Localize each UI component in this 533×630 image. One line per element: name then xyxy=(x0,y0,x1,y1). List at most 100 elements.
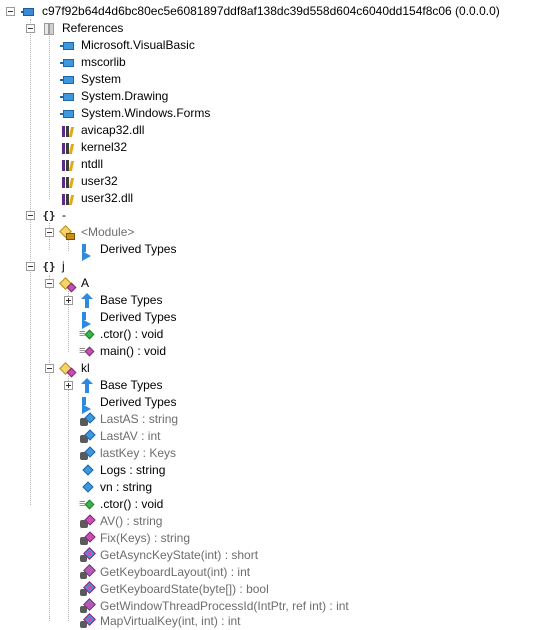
reference-label: avicap32.dll xyxy=(81,123,145,137)
tree-node-reference[interactable]: user32 xyxy=(60,173,118,190)
native-library-icon xyxy=(60,140,76,156)
collapse-toggle[interactable] xyxy=(45,279,54,288)
extern-method-icon xyxy=(79,582,95,598)
references-label: References xyxy=(62,21,124,35)
member-label: GetKeyboardState(byte[]) : bool xyxy=(100,582,269,596)
tree-node-member[interactable]: Fix(Keys) : string xyxy=(79,530,190,547)
reference-label: user32.dll xyxy=(81,191,134,205)
tree-node-member[interactable]: LastAV : int xyxy=(79,428,160,445)
derived-types-icon xyxy=(79,242,95,261)
member-label: vn : string xyxy=(100,480,153,494)
tree-node-derived-types[interactable]: Derived Types xyxy=(79,394,176,414)
tree-node-class-a[interactable]: A xyxy=(45,275,89,292)
extern-method-icon xyxy=(79,614,95,630)
constructor-icon xyxy=(79,496,95,513)
base-types-icon xyxy=(79,377,95,394)
tree-node-member[interactable]: vn : string xyxy=(79,479,152,496)
private-method-icon xyxy=(79,531,95,547)
tree-node-member[interactable]: GetKeyboardLayout(int) : int xyxy=(79,564,250,581)
reference-assembly-icon xyxy=(60,106,76,122)
tree-node-reference[interactable]: System.Drawing xyxy=(60,88,168,105)
tree-node-base-types[interactable]: Base Types xyxy=(64,377,162,394)
collapse-toggle[interactable] xyxy=(26,262,35,271)
private-field-icon xyxy=(79,429,95,445)
tree-node-member[interactable]: GetWindowThreadProcessId(IntPtr, ref int… xyxy=(79,598,349,615)
reference-label: System xyxy=(81,72,122,86)
tree-node-member[interactable]: main() : void xyxy=(79,343,166,360)
collapse-toggle[interactable] xyxy=(45,228,54,237)
tree-node-derived-types[interactable]: Derived Types xyxy=(79,241,177,261)
member-label: GetAsyncKeyState(int) : short xyxy=(100,548,259,562)
member-label: .ctor() : void xyxy=(100,327,164,341)
derived-types-label: Derived Types xyxy=(100,310,177,324)
tree-node-reference[interactable]: user32.dll xyxy=(60,190,133,207)
tree-node-member[interactable]: lastKey : Keys xyxy=(79,445,176,462)
tree-guide xyxy=(68,240,69,251)
field-icon xyxy=(79,480,95,496)
tree-node-module[interactable]: <Module> xyxy=(45,224,134,241)
assembly-icon xyxy=(21,4,37,20)
derived-types-label: Derived Types xyxy=(100,242,177,256)
tree-node-member[interactable]: .ctor() : void xyxy=(79,496,163,513)
tree-node-reference[interactable]: System xyxy=(60,71,121,88)
collapse-toggle[interactable] xyxy=(6,7,15,16)
tree-node-reference[interactable]: mscorlib xyxy=(60,54,126,71)
member-label: GetKeyboardLayout(int) : int xyxy=(100,565,251,579)
member-label: MapVirtualKey(int, int) : int xyxy=(100,614,241,628)
tree-guide xyxy=(68,376,69,621)
field-icon xyxy=(79,463,95,479)
reference-assembly-icon xyxy=(60,55,76,71)
tree-node-member[interactable]: GetKeyboardState(byte[]) : bool xyxy=(79,581,269,598)
tree-node-namespace-dash[interactable]: {} - xyxy=(26,207,66,224)
native-library-icon xyxy=(60,157,76,173)
tree-node-namespace-j[interactable]: {} j xyxy=(26,258,65,275)
tree-node-member[interactable]: LastAS : string xyxy=(79,411,178,428)
expand-toggle[interactable] xyxy=(64,296,73,305)
tree-node-class-kl[interactable]: kl xyxy=(45,360,90,377)
derived-types-icon xyxy=(79,395,95,414)
private-field-icon xyxy=(79,412,95,428)
native-library-icon xyxy=(60,174,76,190)
reference-label: System.Windows.Forms xyxy=(81,106,211,120)
extern-method-icon xyxy=(79,565,95,581)
tree-node-reference[interactable]: System.Windows.Forms xyxy=(60,105,210,122)
module-class-icon xyxy=(60,225,76,241)
native-library-icon xyxy=(60,123,76,139)
namespace-label: j xyxy=(62,259,65,273)
tree-node-member[interactable]: .ctor() : void xyxy=(79,326,163,343)
class-icon xyxy=(60,361,76,377)
tree-node-member[interactable]: MapVirtualKey(int, int) : int xyxy=(79,613,241,630)
collapse-toggle[interactable] xyxy=(26,24,35,33)
tree-node-base-types[interactable]: Base Types xyxy=(64,292,162,309)
namespace-label: - xyxy=(62,208,66,222)
tree-node-references[interactable]: References xyxy=(26,20,123,37)
reference-label: ntdll xyxy=(81,157,104,171)
reference-assembly-icon xyxy=(60,38,76,54)
tree-node-member[interactable]: Logs : string xyxy=(79,462,165,479)
collapse-toggle[interactable] xyxy=(26,211,35,220)
tree-node-derived-types[interactable]: Derived Types xyxy=(79,309,177,329)
expand-toggle[interactable] xyxy=(64,381,73,390)
tree-node-reference[interactable]: avicap32.dll xyxy=(60,122,144,139)
native-library-icon xyxy=(60,191,76,207)
member-label: Logs : string xyxy=(100,463,166,477)
private-field-icon xyxy=(79,446,95,462)
extern-method-icon xyxy=(79,548,95,564)
tree-node-reference[interactable]: ntdll xyxy=(60,156,103,173)
reference-assembly-icon xyxy=(60,89,76,105)
tree-node-member[interactable]: GetAsyncKeyState(int) : short xyxy=(79,547,258,564)
base-types-label: Base Types xyxy=(100,378,163,392)
tree-node-reference[interactable]: kernel32 xyxy=(60,139,127,156)
tree-node-assembly[interactable]: c97f92b64d4d6bc80ec5e6081897ddf8af138dc3… xyxy=(6,3,500,20)
member-label: .ctor() : void xyxy=(100,497,164,511)
member-label: LastAV : int xyxy=(100,429,161,443)
references-folder-icon xyxy=(41,21,57,37)
tree-node-member[interactable]: AV() : string xyxy=(79,513,162,530)
base-types-icon xyxy=(79,292,95,309)
collapse-toggle[interactable] xyxy=(45,364,54,373)
extern-method-icon xyxy=(79,599,95,615)
tree-node-reference[interactable]: Microsoft.VisualBasic xyxy=(60,37,195,54)
member-label: Fix(Keys) : string xyxy=(100,531,191,545)
reference-label: user32 xyxy=(81,174,118,188)
